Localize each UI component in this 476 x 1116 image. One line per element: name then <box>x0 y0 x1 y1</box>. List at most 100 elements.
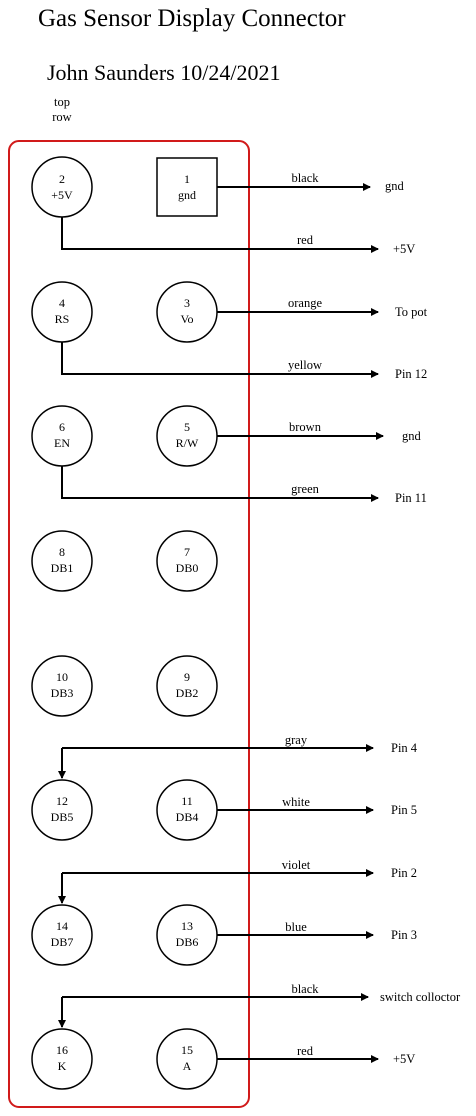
diagram-title: Gas Sensor Display Connector <box>38 5 346 32</box>
wire-pin-12-pin4: gray Pin 4 <box>58 733 418 779</box>
wire-pin-2-5v: red +5V <box>61 217 415 256</box>
pin-name: RS <box>55 312 70 326</box>
pin-name: DB4 <box>176 810 199 824</box>
wire-pin-16-switch: black switch colloctor <box>58 982 461 1028</box>
pin-number: 7 <box>184 545 190 559</box>
wire-pin-14-pin2: violet Pin 2 <box>58 858 417 904</box>
pin-name: DB7 <box>51 935 74 949</box>
pin-1: 1 gnd <box>156 157 218 217</box>
wire-destination-label: Pin 11 <box>395 491 427 505</box>
connector-outline <box>8 140 250 1108</box>
wire-pin-4-pin12: yellow Pin 12 <box>61 342 427 381</box>
pin-14: 14 DB7 <box>31 904 93 966</box>
pin-name: DB1 <box>51 561 74 575</box>
pin-number: 13 <box>181 919 193 933</box>
pin-15: 15 A <box>156 1028 218 1090</box>
orientation-label-line-1: top <box>54 95 70 109</box>
pin-number: 14 <box>56 919 68 933</box>
wire-color-label: violet <box>282 858 311 872</box>
wire-color-label: red <box>297 1044 314 1058</box>
wire-color-label: gray <box>285 733 308 747</box>
pin-number: 1 <box>184 172 190 186</box>
pin-circle <box>156 655 218 717</box>
pin-7: 7 DB0 <box>156 530 218 592</box>
wire-color-label: black <box>291 982 319 996</box>
pin-number: 9 <box>184 670 190 684</box>
wire-color-label: brown <box>289 420 322 434</box>
pin-name: EN <box>54 436 70 450</box>
wire-color-label: blue <box>285 920 307 934</box>
pin-circle <box>31 904 93 966</box>
pin-9: 9 DB2 <box>156 655 218 717</box>
pin-number: 11 <box>181 794 193 808</box>
wire-pin-6-pin11: green Pin 11 <box>61 466 427 505</box>
pin-2: 2 +5V <box>31 156 93 218</box>
pin-10: 10 DB3 <box>31 655 93 717</box>
wire-destination-label: Pin 12 <box>395 367 427 381</box>
pin-name: R/W <box>176 436 199 450</box>
author-and-date: John Saunders 10/24/2021 <box>47 60 280 85</box>
pin-12: 12 DB5 <box>31 779 93 841</box>
wire-color-label: green <box>291 482 320 496</box>
wire-pin-11-pin5: white Pin 5 <box>217 795 417 817</box>
pin-4: 4 RS <box>31 281 93 343</box>
pin-13: 13 DB6 <box>156 904 218 966</box>
wire-destination-label: +5V <box>393 1052 415 1066</box>
pin-name: K <box>58 1059 67 1073</box>
wire-line <box>61 466 379 502</box>
wire-destination-label: Pin 4 <box>391 741 418 755</box>
wire-destination-label: gnd <box>385 179 405 193</box>
pin-5: 5 R/W <box>156 405 218 467</box>
pin-3: 3 Vo <box>156 281 218 343</box>
wire-pin-15-5v: red +5V <box>217 1044 415 1066</box>
pin-number: 15 <box>181 1043 193 1057</box>
wire-pin-5-gnd: brown gnd <box>217 420 422 443</box>
pin-circle <box>31 156 93 218</box>
pin-circle <box>31 779 93 841</box>
wire-pin-13-pin3: blue Pin 3 <box>217 920 417 942</box>
wire-destination-label: Pin 2 <box>391 866 417 880</box>
pin-circle <box>156 530 218 592</box>
pin-name: DB2 <box>176 686 199 700</box>
wire-destination-label: gnd <box>402 429 422 443</box>
pin-square <box>156 157 218 217</box>
orientation-label-line-2: row <box>52 110 71 124</box>
wire-line <box>61 342 379 378</box>
pin-number: 16 <box>56 1043 68 1057</box>
pin-6: 6 EN <box>31 405 93 467</box>
pin-circle <box>31 1028 93 1090</box>
wire-line <box>61 217 379 253</box>
wire-color-label: yellow <box>288 358 322 372</box>
wire-destination-label: switch colloctor <box>380 990 461 1004</box>
wire-destination-label: Pin 5 <box>391 803 417 817</box>
wire-color-label: black <box>291 171 319 185</box>
pin-name: DB3 <box>51 686 74 700</box>
pin-number: 12 <box>56 794 68 808</box>
pin-8: 8 DB1 <box>31 530 93 592</box>
wire-pin-3-pot: orange To pot <box>217 296 428 319</box>
pin-name: A <box>183 1059 192 1073</box>
pin-name: gnd <box>178 188 196 202</box>
wire-color-label: red <box>297 233 314 247</box>
wire-destination-label: To pot <box>395 305 428 319</box>
pin-name: DB0 <box>176 561 199 575</box>
pin-name: DB6 <box>176 935 199 949</box>
pin-circle <box>31 530 93 592</box>
wire-color-label: orange <box>288 296 322 310</box>
pin-number: 3 <box>184 296 190 310</box>
pin-number: 4 <box>59 296 65 310</box>
pin-number: 8 <box>59 545 65 559</box>
wire-destination-label: Pin 3 <box>391 928 417 942</box>
pin-number: 10 <box>56 670 68 684</box>
pin-circle <box>31 655 93 717</box>
pin-name: Vo <box>180 312 193 326</box>
wire-pin-1-gnd: black gnd <box>217 171 405 193</box>
wire-color-label: white <box>282 795 310 809</box>
pin-name: +5V <box>51 188 73 202</box>
pin-number: 2 <box>59 172 65 186</box>
pin-11: 11 DB4 <box>156 779 218 841</box>
pin-name: DB5 <box>51 810 74 824</box>
wire-destination-label: +5V <box>393 242 415 256</box>
pin-16: 16 K <box>31 1028 93 1090</box>
